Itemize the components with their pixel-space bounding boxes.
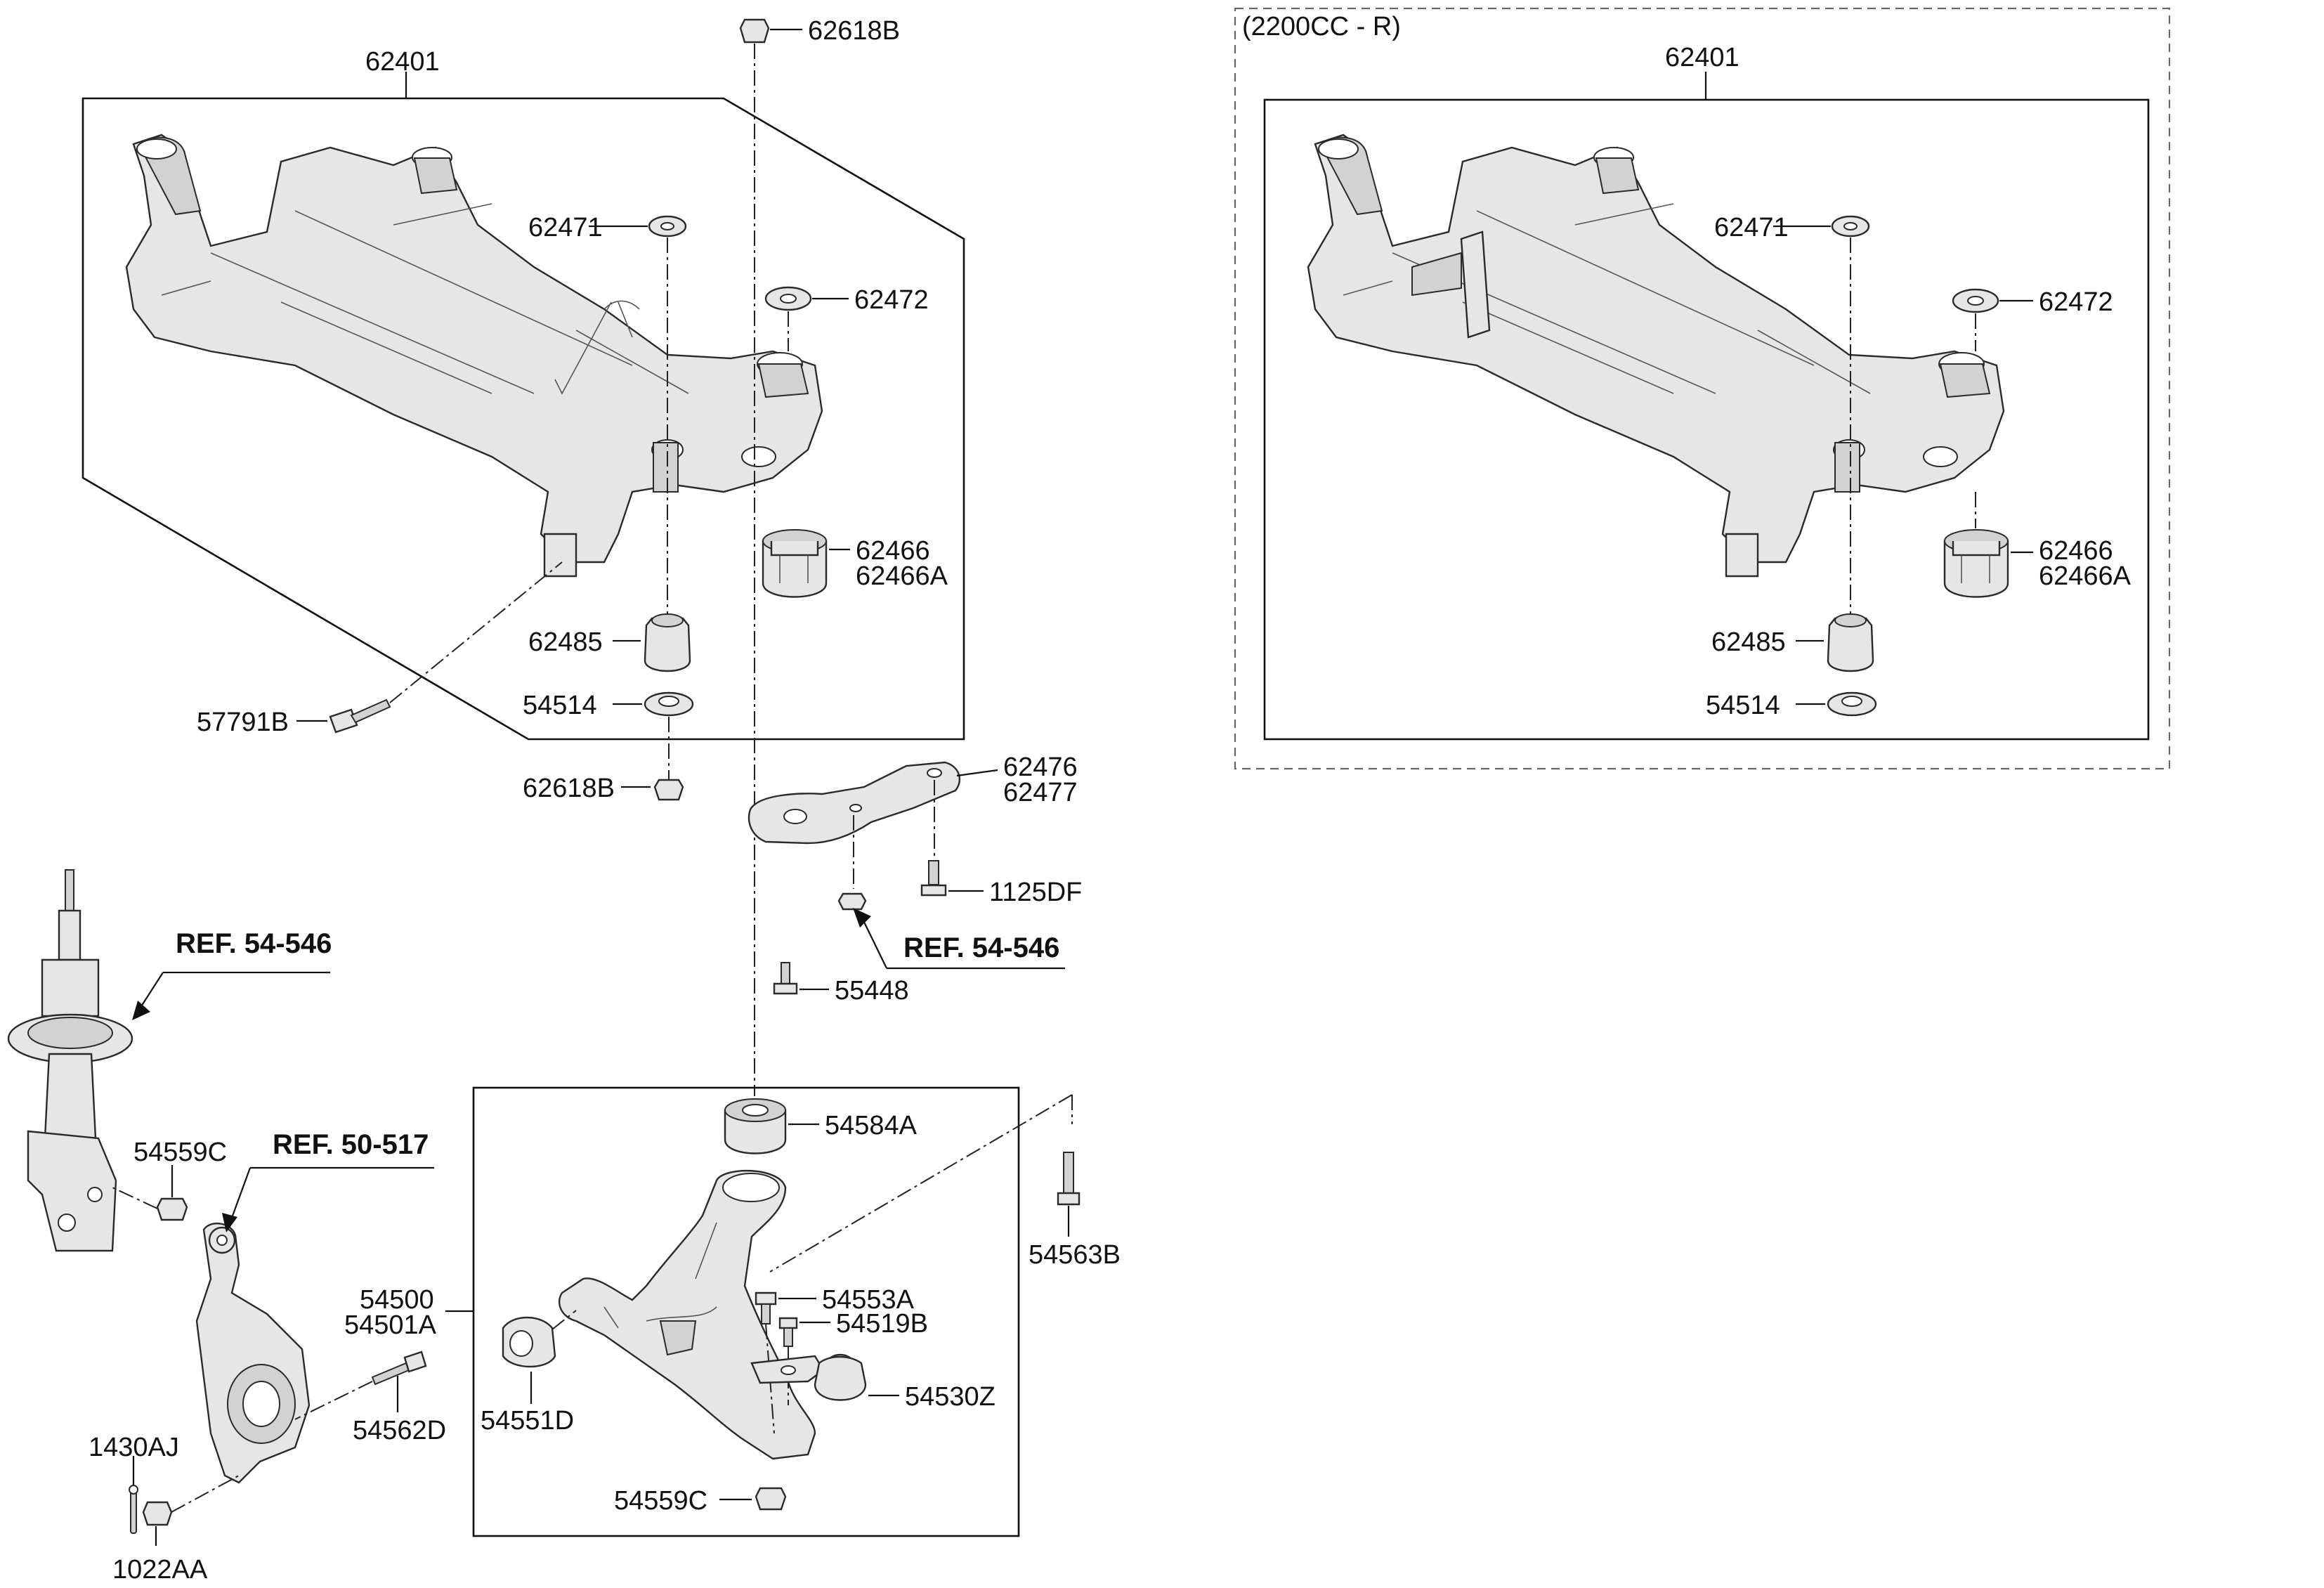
bolt-54553A[interactable]	[755, 1291, 777, 1325]
variant-note: (2200CC - R)	[1242, 12, 1401, 41]
label-62476[interactable]: 62476	[1003, 753, 1078, 782]
nut-54559C-top[interactable]	[156, 1197, 188, 1221]
nut-54559C-bottom[interactable]	[755, 1487, 787, 1511]
label-62485-left[interactable]: 62485	[528, 627, 603, 657]
label-54514-right[interactable]: 54514	[1706, 691, 1780, 720]
bolt-54519B[interactable]	[778, 1317, 798, 1347]
bolt-1125DF[interactable]	[920, 860, 947, 897]
label-62618B-top[interactable]: 62618B	[808, 16, 900, 46]
label-1022AA[interactable]: 1022AA	[112, 1555, 208, 1584]
cotter-pin-1430AJ[interactable]	[129, 1485, 138, 1534]
nut-bracket[interactable]	[837, 892, 867, 911]
label-62471-left[interactable]: 62471	[528, 213, 603, 242]
label-62472-left[interactable]: 62472	[854, 285, 929, 315]
label-62485-right[interactable]: 62485	[1711, 627, 1786, 657]
label-54519B[interactable]: 54519B	[836, 1309, 928, 1339]
label-1430AJ[interactable]: 1430AJ	[89, 1433, 179, 1462]
bushing-62466-left[interactable]	[762, 529, 828, 598]
strut-assembly[interactable]	[7, 869, 133, 1252]
label-62477[interactable]: 62477	[1003, 778, 1078, 807]
label-54559C-top[interactable]: 54559C	[133, 1138, 227, 1167]
crossmember-subframe-left[interactable]	[125, 134, 823, 578]
steering-knuckle[interactable]	[195, 1223, 311, 1484]
bushing-62485-left[interactable]	[644, 613, 691, 672]
label-54563B[interactable]: 54563B	[1029, 1240, 1121, 1270]
label-54553A[interactable]: 54553A	[822, 1285, 915, 1315]
label-54501A[interactable]: 54501A	[344, 1310, 437, 1340]
label-54500[interactable]: 54500	[360, 1285, 434, 1315]
bolt-54563B[interactable]	[1057, 1152, 1081, 1206]
label-54559C-bottom[interactable]: 54559C	[614, 1486, 707, 1516]
lower-control-arm-54500[interactable]	[558, 1169, 816, 1460]
bolt-54562D[interactable]	[371, 1351, 427, 1386]
label-55448[interactable]: 55448	[835, 976, 909, 1005]
label-54584A[interactable]: 54584A	[825, 1111, 918, 1140]
label-62618B-bottom[interactable]: 62618B	[523, 774, 615, 803]
subframe-box-left	[81, 97, 965, 741]
label-62466-right[interactable]: 62466	[2039, 536, 2113, 566]
label-62401-right[interactable]: 62401	[1665, 43, 1739, 72]
nut-62618B-bottom[interactable]	[653, 779, 684, 801]
label-62466A-left[interactable]: 62466A	[856, 561, 948, 591]
label-54530Z[interactable]: 54530Z	[905, 1382, 995, 1412]
bushing-54551D[interactable]	[502, 1316, 556, 1368]
label-57791B[interactable]: 57791B	[197, 708, 289, 737]
label-54551D[interactable]: 54551D	[481, 1406, 574, 1436]
ball-joint-54530Z[interactable]	[750, 1353, 867, 1401]
label-62466A-right[interactable]: 62466A	[2039, 561, 2132, 591]
bolt-57791B[interactable]	[329, 698, 391, 734]
label-62471-right[interactable]: 62471	[1714, 213, 1789, 242]
nut-1022AA[interactable]	[142, 1501, 173, 1526]
bolt-55448[interactable]	[773, 962, 798, 995]
label-62466-left[interactable]: 62466	[856, 536, 930, 566]
label-54514-left[interactable]: 54514	[523, 691, 597, 720]
bushing-62485-right[interactable]	[1827, 613, 1874, 672]
nut-62618B-top[interactable]	[739, 18, 770, 44]
ref-54-546-strut[interactable]: REF. 54-546	[176, 928, 332, 959]
bushing-62466-right[interactable]	[1943, 529, 2009, 598]
label-62472-right[interactable]: 62472	[2039, 287, 2113, 317]
label-1125DF[interactable]: 1125DF	[989, 878, 1082, 907]
label-54562D[interactable]: 54562D	[353, 1416, 446, 1445]
crossmember-subframe-right[interactable]	[1307, 134, 2005, 578]
bushing-54584A[interactable]	[724, 1098, 787, 1154]
label-62401-left[interactable]: 62401	[365, 47, 440, 77]
variant-section-box	[1234, 7, 2171, 770]
bracket-62476-62477[interactable]	[748, 761, 960, 845]
ref-50-517-knuckle[interactable]: REF. 50-517	[273, 1129, 429, 1160]
ref-54-546-bracket[interactable]: REF. 54-546	[903, 932, 1059, 963]
